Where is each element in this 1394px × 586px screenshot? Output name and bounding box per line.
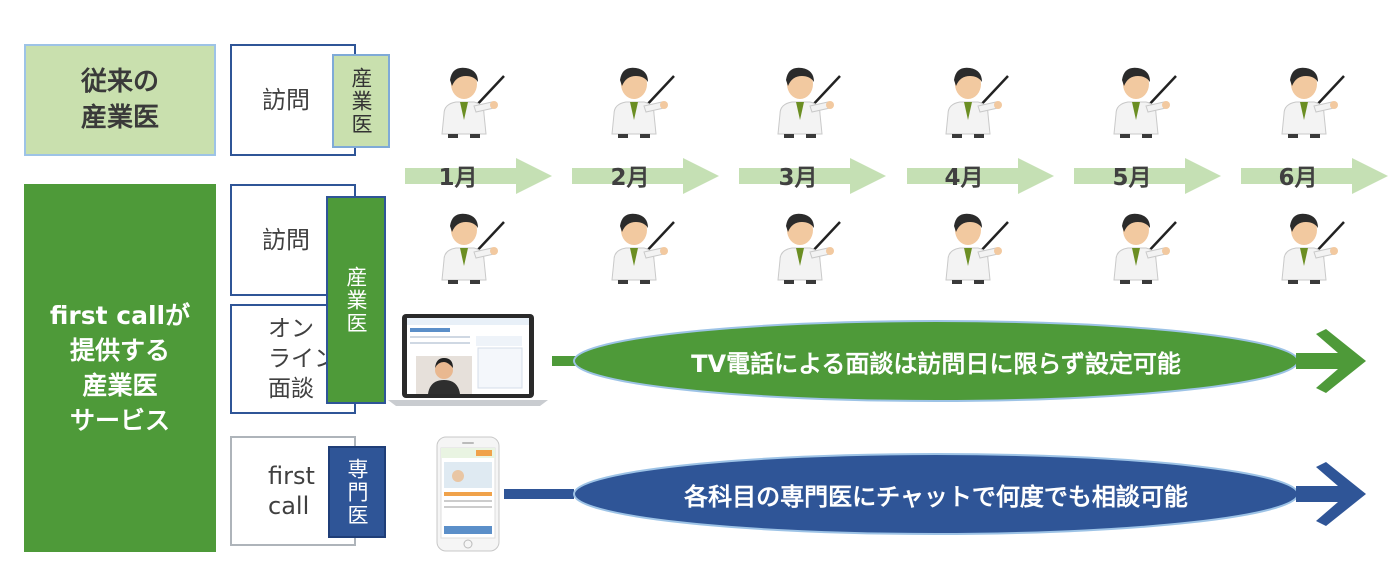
month-label-1: 1月 [438, 165, 478, 191]
month-arrow-1 [405, 158, 552, 194]
month-label-3: 3月 [778, 165, 818, 191]
smartphone-icon [436, 436, 500, 552]
month-label-6: 6月 [1278, 165, 1318, 191]
tv-banner-text: TV電話による面談は訪問日に限らず設定可能 [691, 349, 1181, 378]
month-label-5: 5月 [1112, 165, 1152, 191]
specialist-tag: 専門医 [328, 446, 386, 538]
month-arrow-5 [1074, 158, 1221, 194]
traditional-doctor-category: 従来の 産業医 [24, 44, 216, 156]
fc-doctor-tag: 産業医 [326, 196, 386, 404]
traditional-doctor-tag: 産業医 [332, 54, 390, 148]
firstcall-service-category: first callが 提供する 産業医 サービス [24, 184, 216, 552]
month-arrow-4 [907, 158, 1054, 194]
fc-online-label: オン ライン 面談 [268, 316, 337, 402]
month-label-2: 2月 [610, 165, 650, 191]
month-arrow-2 [572, 158, 719, 194]
month-label-4: 4月 [944, 165, 984, 191]
chat-banner-text: 各科目の専門医にチャットで何度でも相談可能 [684, 482, 1188, 511]
laptop-icon [388, 314, 548, 406]
fc-visit-label: 訪問 [262, 226, 310, 254]
fc-firstcall-label: first call [268, 462, 315, 520]
month-arrow-3 [739, 158, 886, 194]
month-arrow-6 [1241, 158, 1388, 194]
traditional-visit-label: 訪問 [262, 86, 310, 114]
